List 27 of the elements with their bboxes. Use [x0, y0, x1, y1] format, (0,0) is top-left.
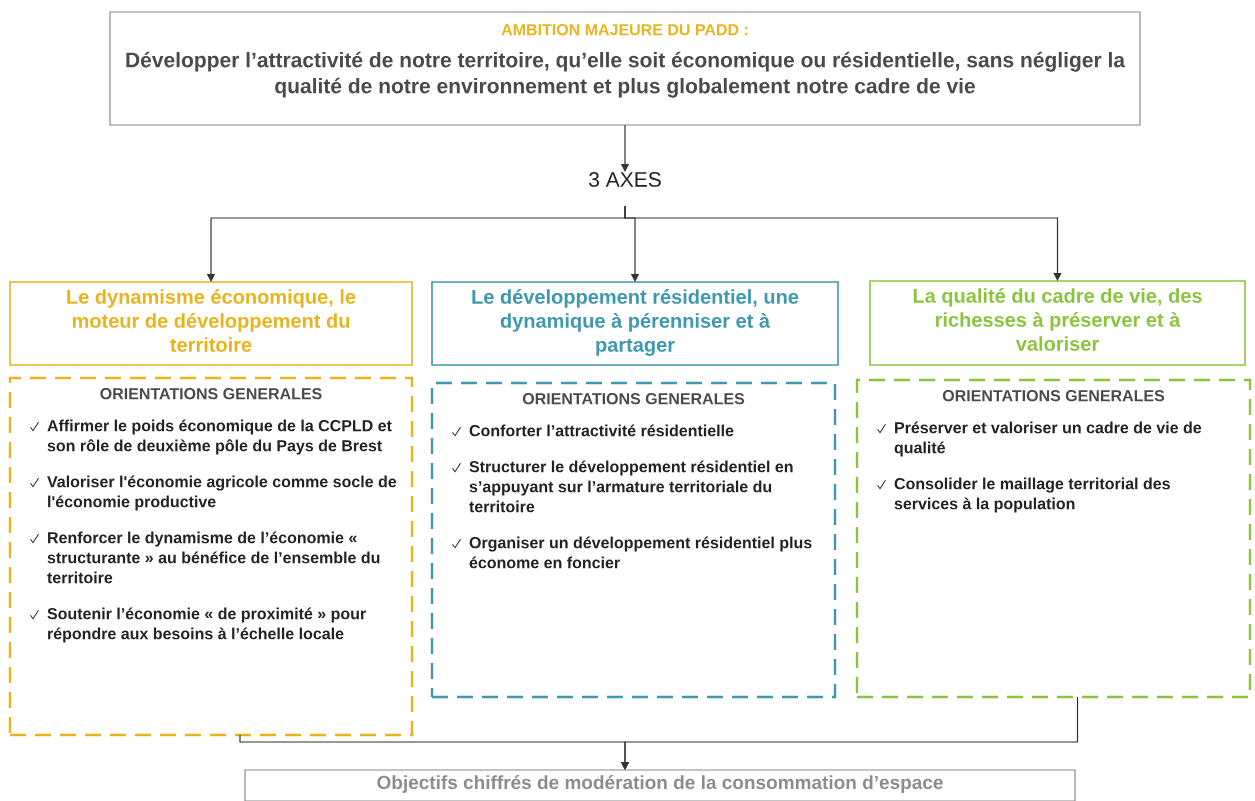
axis-box [869, 280, 1246, 366]
arrow [624, 205, 1062, 281]
checklist-item: Affirmer le poids économique de la CCPLD et son rôle de deuxième pôle du Pays de Brest [47, 419, 392, 455]
dashed-box [855, 378, 1252, 699]
statement-text: Développer l’attractivité de notre territoire, qu’elle soit économique ou résidentielle, sans négliger la qualité de notre environnement et plus globalement notre cadre de vie [126, 51, 1126, 98]
title-box [109, 11, 1141, 126]
checklist-item: Soutenir l’économie « de proximité » pour répondre aux besoins à l’échelle locale [47, 607, 366, 643]
checklist-item: Renforcer le dynamisme de l’économie « structurante » au bénéfice de l’ensemble du territoire [47, 531, 380, 584]
objective-text: Objectifs chiffrés de modération de la consommation d’espace [377, 775, 943, 793]
checklist-item: Consolider le maillage territorial des services à la population [894, 477, 1170, 513]
axis-box [9, 281, 413, 366]
axis-title: Le dynamisme économique, le moteur de développement du territoire [67, 289, 356, 352]
checklist-item: Valoriser l'économie agricole comme socle de l'économie productive [47, 475, 397, 511]
dashed-box [430, 381, 837, 699]
section-heading: ORIENTATIONS GENERALES [942, 390, 1165, 402]
heading: AMBITION MAJEURE DU PADD : [501, 24, 748, 36]
section-heading: ORIENTATIONS GENERALES [100, 388, 322, 400]
axis-title: La qualité du cadre de vie, des richesses à préserver et à valoriser [913, 288, 1202, 351]
checklist-item: Organiser un développement résidentiel plus économe en foncier [469, 536, 812, 569]
section-heading: ORIENTATIONS GENERALES [522, 393, 745, 405]
checklist-item: Structurer le développement résidentiel en s’appuyant sur l’armature territoriale du territoire [469, 460, 793, 513]
axis-box [431, 281, 839, 366]
checklist-item: Conforter l’attractivité résidentielle [469, 424, 734, 437]
dashed-box [8, 376, 414, 737]
checklist-item: Préserver et valoriser un cadre de vie de qualité [894, 421, 1202, 457]
objective-box [244, 769, 1076, 801]
axis-title: Le développement résidentiel, une dynamique à pérenniser et à partager [472, 289, 799, 356]
